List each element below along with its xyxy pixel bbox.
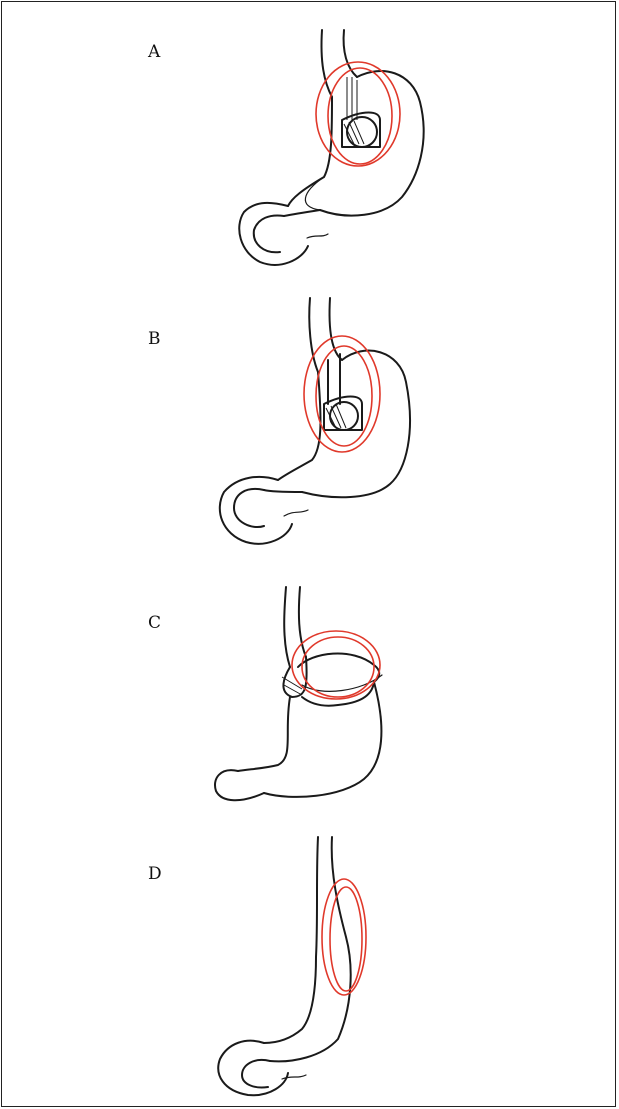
highlight-ring-d [322, 879, 366, 995]
stomach-diagram-b [2, 272, 617, 552]
stomach-diagram-c [2, 557, 617, 837]
stomach-diagram-d [2, 817, 617, 1107]
stomach-diagram-a [2, 2, 617, 272]
stomach-outline-c [215, 587, 382, 800]
stomach-outline-a [239, 30, 423, 265]
highlight-ring-c [292, 631, 380, 699]
stomach-outline-b [220, 298, 410, 544]
stomach-outline-d [218, 837, 350, 1095]
highlight-ring-b [304, 336, 380, 452]
